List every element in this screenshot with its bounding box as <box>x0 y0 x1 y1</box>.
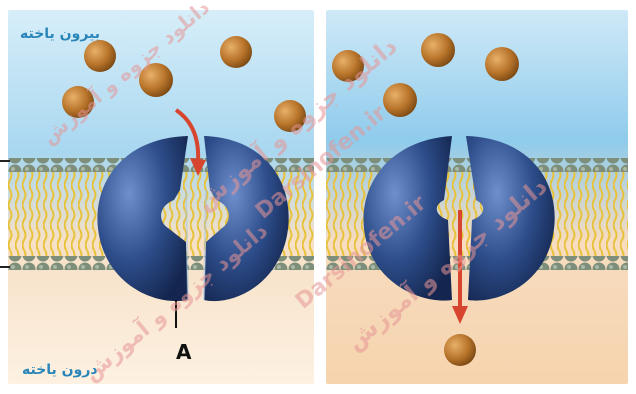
solute-molecule <box>84 40 116 72</box>
open-channel-illustration <box>326 10 628 384</box>
solute-molecule <box>220 36 252 68</box>
outside-cell-label: بیرون یاخته <box>20 26 100 42</box>
solute-molecule <box>421 33 455 67</box>
inside-cell-label: درون یاخته <box>22 362 98 378</box>
marker-label-a: A <box>176 340 191 364</box>
solute-molecule <box>62 86 94 118</box>
solute-molecule <box>139 63 173 97</box>
diagram-panel-open-channel <box>326 10 628 384</box>
solute-molecule <box>383 83 417 117</box>
closed-channel-illustration <box>8 10 314 384</box>
diagram-panel-closed-channel: بیرون یاخته درون یاخته A <box>8 10 314 384</box>
solute-molecule <box>332 50 364 82</box>
membrane-boundary-tick <box>0 160 10 162</box>
solute-molecule-inside <box>444 334 476 366</box>
solute-molecule <box>274 100 306 132</box>
solute-molecule <box>485 47 519 81</box>
membrane-boundary-tick <box>0 266 10 268</box>
